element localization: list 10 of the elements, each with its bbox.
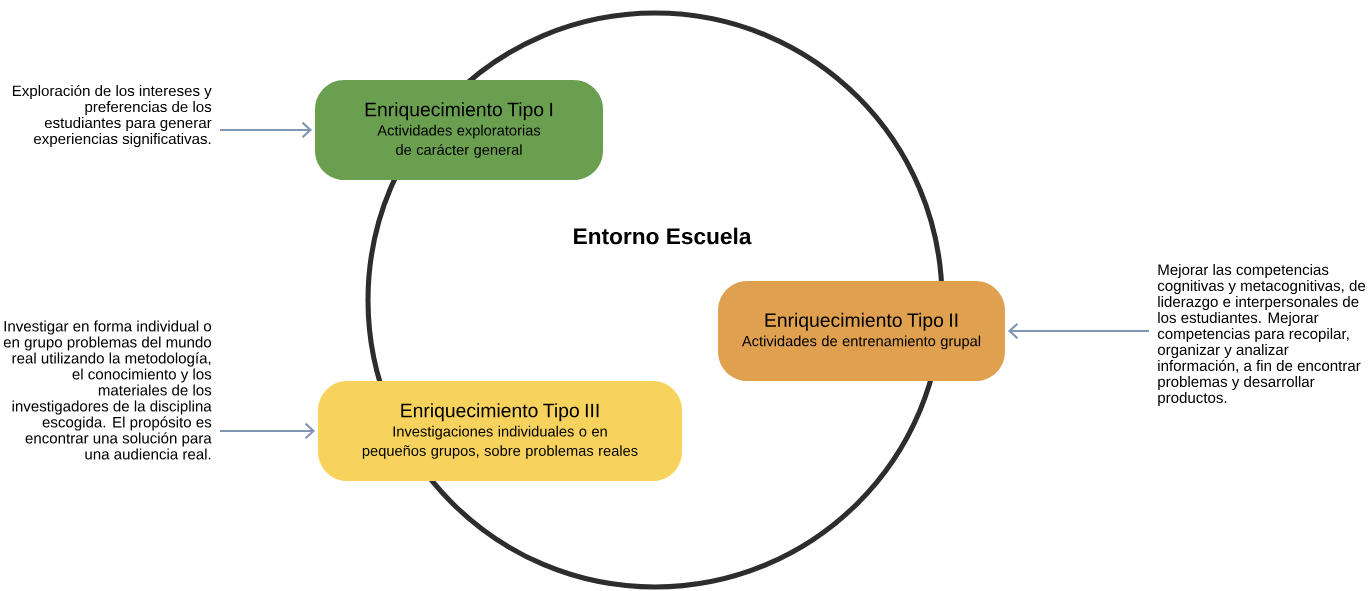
description-text: Mejorar las competencias cognitivas y metacognitivas, de liderazgo e interpersonales de los estudiantes. Mejorar competencias para recopilar, organizar y analizar información, a fin de encontrar problemas y desarrollar productos. <box>1157 263 1366 406</box>
rounded-box: Enriquecimiento Tipo II Actividades de entrenamiento grupal <box>718 281 1005 381</box>
arrow <box>220 121 313 139</box>
description-text: Investigar en forma individual o en grupo problemas del mundo real utilizando la metodología, el conocimiento y los materiales de los investigadores de la disciplina escogida. El propósito es encontrar una solución para una audiencia real. <box>3 320 212 460</box>
rounded-box: Enriquecimiento Tipo I Actividades exploratorias de carácter general <box>315 80 603 180</box>
arrow <box>220 422 316 440</box>
title: Entorno Escuela <box>574 227 752 245</box>
arrow <box>1007 322 1149 340</box>
description-text: Exploración de los intereses y preferencias de los estudiantes para generar experiencias significativas. <box>13 84 212 148</box>
rounded-box: Enriquecimiento Tipo III Investigaciones individuales o en pequeños grupos, sobre problemas reales <box>318 381 682 481</box>
